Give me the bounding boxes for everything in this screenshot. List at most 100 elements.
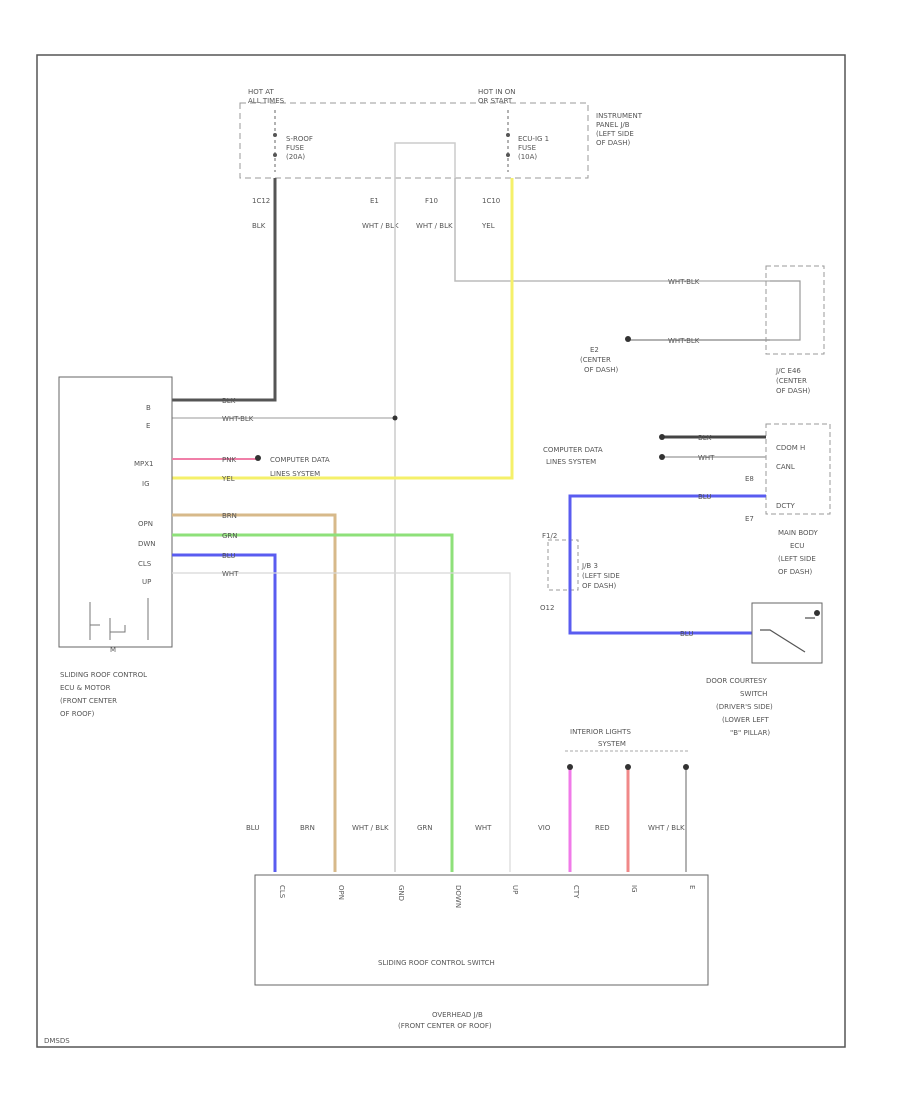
main-body-label-4: OF DASH) — [778, 568, 813, 576]
ecu-wire-blk: BLK — [222, 397, 236, 405]
ground-e2-point — [625, 336, 631, 342]
door-switch-box — [751, 602, 823, 664]
jb3-bottom-label: O12 — [540, 604, 554, 612]
bottom-wire-2: BRN — [300, 824, 315, 832]
interior-dot-3 — [683, 764, 689, 770]
canl-dot — [659, 454, 665, 460]
ecu-pin-opn: OPN — [138, 520, 153, 528]
door-switch-label-1: DOOR COURTESY — [706, 677, 768, 685]
main-body-label-1: MAIN BODY — [778, 529, 819, 537]
pin-f10-label: F10 — [425, 197, 438, 205]
pin-1c10-label: 1C10 — [482, 197, 500, 205]
main-body-wire-wht: WHT — [698, 454, 715, 462]
ecu-label-3: (FRONT CENTER — [60, 697, 117, 705]
jc-label-3: OF DASH) — [776, 387, 811, 395]
hot-label-right-1: HOT IN ON — [478, 88, 516, 96]
door-switch-ground — [814, 610, 820, 616]
ecu-wire-pnk: PNK — [222, 456, 236, 464]
wire-yel-ig — [172, 178, 514, 480]
ecu-ig1-fuse-dot-1 — [506, 133, 510, 137]
ecu-pin-mpx1: MPX1 — [134, 460, 154, 468]
comp-data-dot — [255, 455, 261, 461]
wire-wht-up — [172, 572, 511, 872]
overhead-label-1: OVERHEAD J/B — [432, 1011, 483, 1019]
jc-wire-1-color: WHT-BLK — [668, 278, 700, 286]
wire-blu-cls — [172, 553, 277, 872]
ecu-ig1-fuse-label-1: ECU-IG 1 — [518, 135, 549, 143]
instrument-jb-label-1: INSTRUMENT — [596, 112, 643, 120]
overhead-label-2: (FRONT CENTER OF ROOF) — [398, 1022, 492, 1030]
ecu-wire-yel: YEL — [221, 475, 235, 483]
reference-code: DMSDS — [44, 1037, 70, 1045]
ecu-wire-grn: GRN — [222, 532, 238, 540]
bottom-wire-8: WHT / BLK — [648, 824, 685, 832]
ecu-pin-e: E — [146, 422, 150, 430]
pin-1c12-label: 1C12 — [252, 197, 270, 205]
ecu-wire-whtblk: WHT-BLK — [222, 415, 254, 423]
door-wire-blu: BLU — [680, 630, 693, 638]
ground-e2-desc-1: (CENTER — [580, 356, 611, 364]
switch-pin-opn: OPN — [337, 885, 345, 900]
ecu-pin-dwn: DWN — [138, 540, 156, 548]
sroof-fuse-label-1: S-ROOF — [286, 135, 313, 143]
comp-data-right-1: COMPUTER DATA — [543, 446, 603, 454]
main-body-pin-1: CDOM H — [776, 444, 805, 452]
ecu-label-4: OF ROOF) — [60, 710, 95, 718]
sroof-fuse-dot-2 — [273, 153, 277, 157]
comp-data-left-1: COMPUTER DATA — [270, 456, 330, 464]
jb3-label-3: OF DASH) — [582, 582, 617, 590]
comp-data-right-2: LINES SYSTEM — [546, 458, 596, 466]
ecu-box — [58, 376, 173, 648]
main-body-label-3: (LEFT SIDE — [778, 555, 816, 563]
sroof-fuse-label-3: (20A) — [286, 153, 305, 161]
door-switch-label-4: (LOWER LEFT — [722, 716, 770, 724]
instrument-jb-label-2: PANEL J/B — [596, 121, 630, 129]
comp-data-left-2: LINES SYSTEM — [270, 470, 320, 478]
instrument-jb-label-3: (LEFT SIDE — [596, 130, 634, 138]
bottom-wire-4: GRN — [417, 824, 433, 832]
pin-f10-color: WHT / BLK — [416, 222, 453, 230]
ecu-wire-wht: WHT — [222, 570, 239, 578]
bottom-wire-3: WHT / BLK — [352, 824, 389, 832]
motor-label: M — [110, 646, 116, 654]
ecu-pin-b: B — [146, 404, 151, 412]
switch-pin-cty: CTY — [572, 885, 580, 899]
door-switch-label-2: SWITCH — [740, 690, 767, 698]
switch-pin-down: DOWN — [454, 885, 462, 908]
switch-label: SLIDING ROOF CONTROL SWITCH — [378, 959, 495, 967]
sroof-fuse-dot-1 — [273, 133, 277, 137]
ecu-pin-ig: IG — [142, 480, 150, 488]
door-switch-label-5: "B" PILLAR) — [730, 729, 770, 737]
ecu-pin-up: UP — [142, 578, 151, 586]
jc-label-1: J/C E46 — [775, 367, 801, 375]
ecu-wire-blu: BLU — [222, 552, 235, 560]
splice-e — [392, 415, 398, 421]
motor-symbol — [89, 598, 149, 640]
main-body-wire-blu: BLU — [698, 493, 711, 501]
ecu-label-1: SLIDING ROOF CONTROL — [60, 671, 147, 679]
bottom-wire-5: WHT — [475, 824, 492, 832]
main-body-pin-2: CANL — [776, 463, 795, 471]
ecu-ig1-fuse-dot-2 — [506, 153, 510, 157]
jc-e46-bridge — [770, 280, 801, 341]
switch-pin-up: UP — [511, 885, 519, 894]
jb3-label-1: J/B 3 — [581, 562, 598, 570]
interior-dot-2 — [625, 764, 631, 770]
main-body-label-2: ECU — [790, 542, 804, 550]
hot-label-left-1: HOT AT — [248, 88, 275, 96]
jc-e46-box — [765, 265, 825, 355]
wire-whtblk-jc — [454, 178, 770, 282]
ground-e2-name: E2 — [590, 346, 599, 354]
diagram-frame — [36, 54, 846, 1048]
pin-e1-label: E1 — [370, 197, 379, 205]
switch-pin-gnd: GND — [397, 885, 405, 901]
ecu-wire-brn: BRN — [222, 512, 237, 520]
interior-label-2: SYSTEM — [598, 740, 626, 748]
hot-label-left-2: ALL TIMES — [248, 97, 285, 105]
switch-pin-cls: CLS — [278, 885, 286, 899]
jc-wire-2-color: WHT-BLK — [668, 337, 700, 345]
bottom-wire-1: BLU — [246, 824, 259, 832]
jb-internal-wire — [394, 142, 456, 178]
